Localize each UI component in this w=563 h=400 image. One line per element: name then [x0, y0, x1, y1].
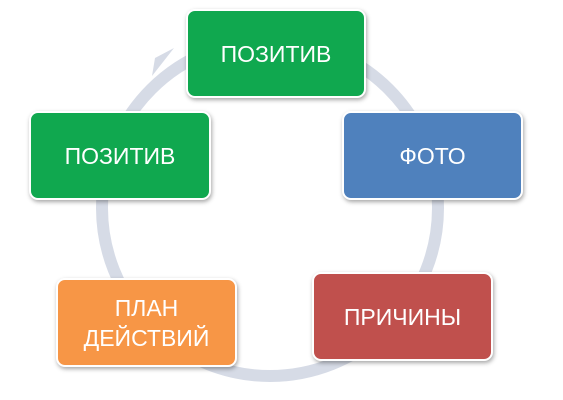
node-photo: ФОТО [342, 111, 523, 200]
node-action-plan: ПЛАН ДЕЙСТВИЙ [56, 278, 237, 367]
node-positive-top: ПОЗИТИВ [186, 9, 366, 98]
cycle-arrowhead [152, 48, 174, 76]
node-positive-left: ПОЗИТИВ [29, 111, 211, 200]
node-reasons: ПРИЧИНЫ [312, 272, 493, 361]
